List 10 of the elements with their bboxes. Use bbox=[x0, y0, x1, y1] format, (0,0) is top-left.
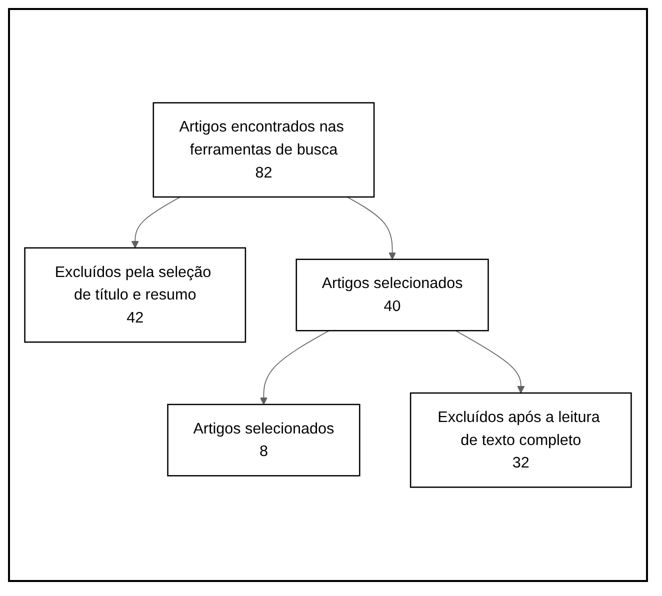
diagram-frame: Artigos encontrados nas ferramentas de busca 82 Excluídos pela seleção de título e resumo 42 Artigos selecionados 40 Excluídos após a leitura de texto completo 32 Artigos selecionados 8 bbox=[8, 8, 648, 582]
arrow bbox=[455, 330, 525, 394]
node-box bbox=[24, 247, 246, 343]
node-box bbox=[410, 392, 632, 488]
arrow bbox=[131, 196, 181, 248]
arrow bbox=[346, 196, 396, 260]
node-box bbox=[152, 102, 375, 198]
arrow bbox=[260, 330, 330, 405]
node-box bbox=[167, 404, 360, 476]
node-box bbox=[296, 258, 489, 332]
